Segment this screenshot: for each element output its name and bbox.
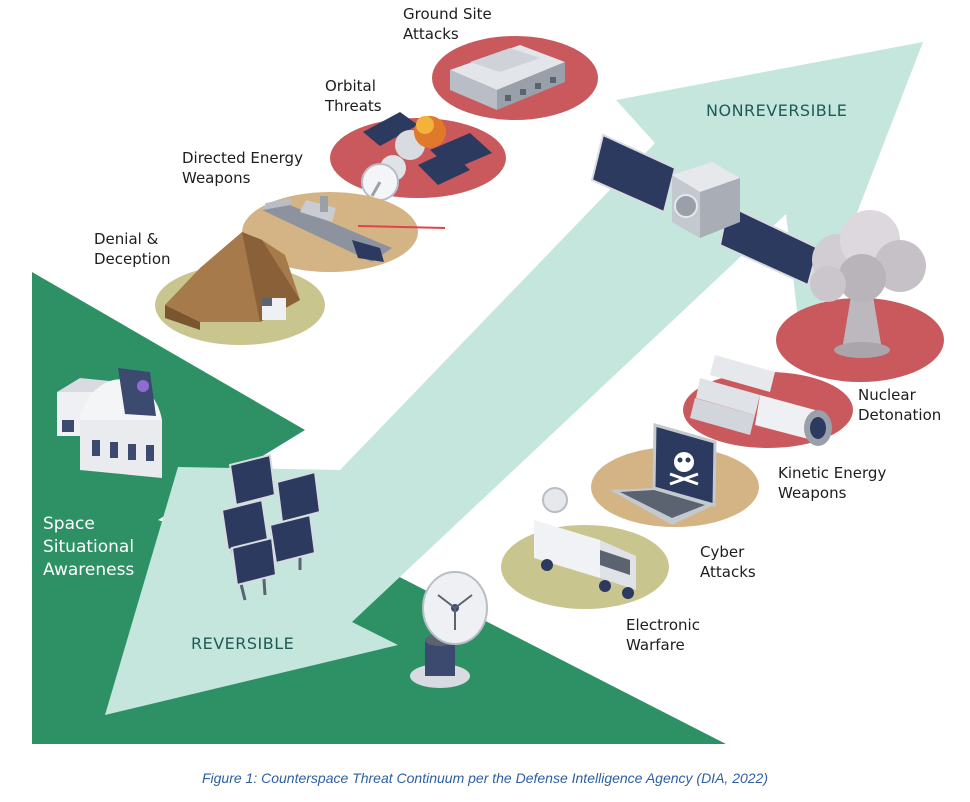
figure-caption: Figure 1: Counterspace Threat Continuum … [201,770,768,786]
label-denial-line1: Denial & [94,230,159,248]
label-nuclear-line2: Detonation [858,406,941,424]
electronic-warfare-icon [501,487,669,609]
label-ground-site-line2: Attacks [403,25,459,43]
label-orbital-line1: Orbital [325,77,376,95]
ground-site-icon [432,36,598,120]
label-directed-energy-line1: Directed Energy [182,149,303,167]
kinetic-energy-icon [683,355,853,448]
label-ground-site-line1: Ground Site [403,5,492,23]
label-ssa-line3: Awareness [43,560,134,580]
label-denial-line2: Deception [94,250,171,268]
label-nuclear-line1: Nuclear [858,386,917,404]
label-ew-line1: Electronic [626,616,700,634]
label-ssa-line2: Situational [43,537,134,557]
denial-deception-icon [155,232,325,345]
label-ssa-line1: Space [43,514,95,534]
label-reversible: REVERSIBLE [191,634,294,653]
orbital-threats-icon [330,112,506,201]
label-kinetic-line2: Weapons [778,484,847,502]
directed-energy-icon [242,192,446,272]
radar-dish-icon [410,571,488,688]
label-kinetic-line1: Kinetic Energy [778,464,886,482]
label-nonreversible: NONREVERSIBLE [706,101,847,120]
nuclear-detonation-icon [776,210,944,382]
label-cyber-line2: Attacks [700,563,756,581]
solar-array-icon [220,453,322,601]
label-orbital-line2: Threats [324,97,382,115]
cyber-attacks-icon [591,423,759,527]
label-ew-line2: Warfare [626,636,685,654]
observatory-icon [57,368,162,478]
label-directed-energy-line2: Weapons [182,169,251,187]
label-cyber-line1: Cyber [700,543,745,561]
satellite-icon [590,133,820,287]
